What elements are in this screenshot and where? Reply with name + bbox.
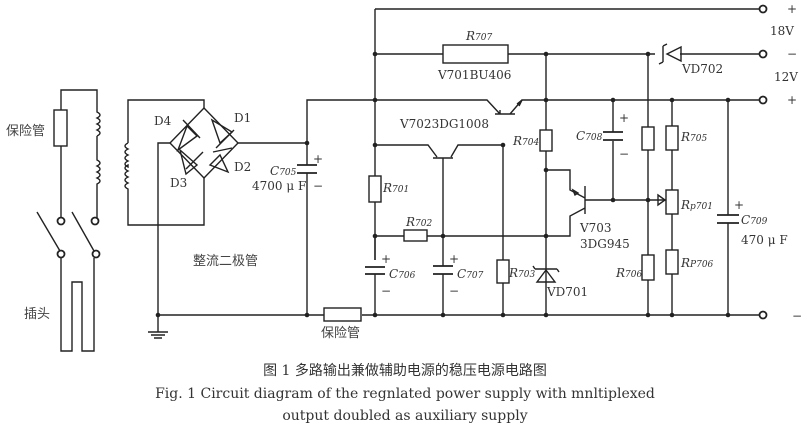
plug-shape: [60, 258, 95, 352]
resistor-r705: [665, 125, 679, 151]
terminal-minus-mid: −: [787, 47, 797, 61]
diode-d4: [176, 124, 199, 152]
label-c709: C709: [741, 213, 768, 227]
label-d1: D1: [234, 111, 251, 125]
terminal-18v-minus[interactable]: [758, 49, 768, 59]
c708-minus: −: [619, 147, 629, 161]
label-12v: 12V: [774, 70, 798, 84]
label-v702: V7023DG1008: [399, 117, 489, 131]
primary-coil: [95, 100, 101, 218]
terminal-12v-minus[interactable]: [758, 310, 768, 320]
resistor-r701: [368, 175, 382, 203]
c706-plus: +: [381, 252, 391, 266]
output-terminals: [758, 4, 768, 320]
label-fuse-left: 保险管: [6, 124, 45, 139]
c708-plus: +: [619, 111, 629, 125]
label-r707: R707: [465, 29, 492, 43]
zener-vd701: [532, 265, 560, 283]
switch-contact: [91, 249, 101, 259]
label-c709-value: 470 μ F: [741, 233, 788, 247]
ground-icon: [148, 315, 168, 339]
zener-vd702: [658, 43, 682, 65]
caption-en-line1: Fig. 1 Circuit diagram of the regnlated …: [155, 386, 655, 402]
label-fuse-bottom: 保险管: [321, 326, 360, 341]
switch-blade: [71, 211, 95, 252]
resistor-rp706: [665, 249, 679, 275]
label-plug: 插头: [24, 307, 50, 322]
resistor-r702: [403, 229, 428, 242]
resistor-r706-upper: [641, 126, 655, 151]
capacitor-c707: [433, 265, 453, 275]
switch-contact: [90, 216, 100, 226]
label-c705: C705: [270, 164, 297, 178]
capacitor-c709: [717, 214, 739, 224]
c709-plus: +: [734, 198, 744, 212]
terminal-plus-top: +: [787, 2, 797, 16]
label-r702: R702: [405, 215, 432, 229]
junction-dots: [155, 51, 731, 318]
label-d4: D4: [154, 114, 172, 128]
fuse-left: [53, 109, 68, 147]
label-vd702: VD702: [681, 62, 723, 76]
label-rp706: RP706: [680, 256, 714, 270]
switch-contact: [56, 216, 66, 226]
rectifier-bridge: [124, 99, 307, 315]
c705-minus: −: [313, 179, 323, 193]
c707-minus: −: [449, 284, 459, 298]
rp701-wiper-arrow: [657, 193, 667, 207]
label-r701: R701: [382, 181, 409, 195]
resistor-r704: [539, 129, 553, 152]
v703-emitter-arrow: [571, 188, 580, 197]
capacitor-c706: [365, 266, 385, 275]
label-rp701: Rp701: [680, 198, 713, 212]
resistor-r707: [442, 44, 509, 64]
terminal-12v-plus[interactable]: [758, 95, 768, 105]
label-d3: D3: [170, 176, 187, 190]
caption-en-line2: output doubled as auxiliary supply: [282, 408, 527, 424]
label-r705: R705: [680, 130, 707, 144]
diode-d2: [208, 153, 230, 174]
label-v703: V703: [579, 221, 612, 235]
label-r703: R703: [508, 266, 535, 280]
fuse-bottom: [323, 307, 362, 322]
rails: [158, 8, 760, 322]
resistor-r703: [496, 259, 510, 284]
secondary-coil: [124, 99, 205, 226]
terminal-minus-bottom: −: [792, 309, 802, 323]
mains-input: [36, 89, 101, 352]
label-18v: 18V: [770, 24, 794, 38]
label-v701: V701BU406: [437, 68, 511, 82]
label-c705-value: 4700 μ F: [252, 179, 306, 193]
v701-emitter-arrow: [516, 99, 523, 107]
capacitor-c705: [297, 164, 317, 174]
label-r704: R704: [512, 134, 539, 148]
potentiometer-rp701: [665, 189, 679, 215]
label-rectifier: 整流二极管: [193, 254, 258, 269]
capacitor-c708: [603, 131, 623, 141]
label-r706: R706: [615, 266, 642, 280]
switch-contact: [56, 249, 66, 259]
resistor-r706: [641, 254, 655, 281]
label-c707: C707: [457, 267, 484, 281]
caption-cn: 图 1 多路输出兼做辅助电源的稳压电源电路图: [263, 362, 547, 379]
terminal-18v-plus[interactable]: [758, 4, 768, 14]
c706-minus: −: [381, 284, 391, 298]
diode-d1: [210, 118, 234, 145]
label-c706: C706: [389, 267, 416, 281]
label-vd701: VD701: [546, 285, 588, 299]
c707-plus: +: [449, 252, 459, 266]
diode-d3: [178, 147, 199, 176]
terminal-plus-12v: +: [787, 93, 797, 107]
label-d2: D2: [234, 160, 251, 174]
switch-blade: [36, 211, 61, 252]
c705-plus: +: [313, 152, 323, 166]
label-c708: C708: [576, 129, 603, 143]
label-v703-type: 3DG945: [580, 237, 630, 251]
